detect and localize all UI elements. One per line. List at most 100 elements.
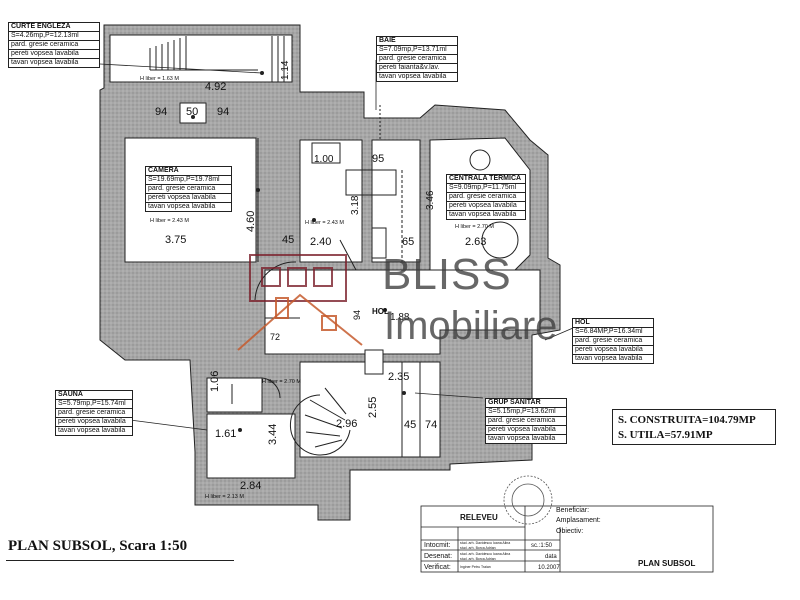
courtyard-stairs (149, 36, 285, 82)
room-ceiling: tavan vopsea lavabila (377, 72, 457, 81)
room-ceiling: tavan vopsea lavabila (447, 210, 525, 219)
hol-label: HOL (372, 307, 389, 316)
room-ceiling: tavan vopsea lavabila (573, 354, 653, 363)
room-area: S=5.79mp,P=15.74ml (56, 399, 132, 408)
dim-114: 1.14 (280, 60, 291, 80)
dim-460: 4.60 (245, 211, 257, 232)
dim-94a: 94 (155, 106, 167, 118)
tb-plan: PLAN SUBSOL (638, 559, 695, 568)
room-floor: pard. gresie ceramica (486, 416, 566, 425)
room-label-grup-sanitar: GRUP SANITAR S=5.15mp,P=13.62ml pard. gr… (485, 398, 567, 444)
dim-106: 1.06 (209, 371, 221, 392)
room-area: S=7.09mp,P=13.71ml (377, 45, 457, 54)
dim-74: 74 (425, 419, 437, 431)
room-area: S=4.26mp,P=12.13ml (9, 31, 99, 40)
height-baie: H liber = 2.43 M (305, 220, 344, 226)
surface-summary: S. CONSTRUITA=104.79MP S. UTILA=57.91MP (612, 409, 776, 445)
height-sauna: H liber = 2.13 M (205, 494, 244, 500)
dim-100: 1.00 (314, 154, 334, 165)
tb-data-label: data (545, 554, 557, 560)
surface-construita: S. CONSTRUITA=104.79MP (618, 414, 756, 426)
room-label-camera: CAMERA S=19.69mp,P=19.78ml pard. gresie … (145, 166, 232, 212)
dimensions: 4.92 1.14 94 50 94 1.00 95 3.46 3.18 4.6… (155, 60, 486, 492)
room-walls: pereti vopsea lavabila (146, 193, 231, 202)
room-floor: pard. gresie ceramica (447, 192, 525, 201)
logo-graphic (237, 254, 363, 351)
dim-188: 1.88 (390, 312, 410, 323)
dim-72: 72 (270, 332, 280, 342)
height-camera: H liber = 2.43 M (150, 218, 189, 224)
room-name: GRUP SANITAR (488, 399, 541, 406)
dim-235: 2.35 (388, 371, 409, 383)
tb-beneficiar: Beneficiar: (556, 507, 589, 514)
room-label-curte-engleza: CURTE ENGLEZA S=4.26mp,P=12.13ml pard. g… (8, 22, 100, 68)
tb-n1: stud. arh. Davidescu Ioana Alina (460, 541, 510, 545)
tb-scara: sc.:1:50 (531, 543, 553, 549)
height-curte: H liber = 1.63 M (140, 76, 179, 82)
title-block (420, 475, 714, 573)
room-name: CENTRALA TERMICA (449, 175, 522, 182)
room-label-hol: HOL S=6.84MP,P=16.34ml pard. gresie cera… (572, 318, 654, 364)
room-walls: pereti vopsea lavabila (56, 417, 132, 426)
dim-296: 2.96 (336, 418, 357, 430)
tb-releveu: RELEVEU (460, 513, 498, 522)
dim-284: 2.84 (240, 480, 261, 492)
room-name: BAIE (379, 37, 396, 44)
room-area: S=5.15mp,P=13.62ml (486, 407, 566, 416)
room-floor: pard. gresie ceramica (56, 408, 132, 417)
tb-verificat: Verificat: (424, 564, 451, 571)
room-ceiling: tavan vopsea lavabila (146, 202, 231, 211)
room-area: S=9.09mp,P=11.75ml (447, 183, 525, 192)
dim-94b: 94 (217, 106, 229, 118)
tb-data: 10.2007 (538, 565, 560, 571)
room-floor: pard. gresie ceramica (9, 40, 99, 49)
tb-amplasament: Amplasament: (556, 517, 601, 524)
room-walls: pereti vopsea lavabila (486, 425, 566, 434)
dim-95: 95 (372, 153, 384, 165)
room-floor: pard. gresie ceramica (377, 54, 457, 63)
dim-94c: 94 (352, 310, 362, 320)
room-name: CAMERA (148, 167, 179, 174)
room-walls: pereti vopsea lavabila (447, 201, 525, 210)
room-label-centrala-termica: CENTRALA TERMICA S=9.09mp,P=11.75ml pard… (446, 174, 526, 220)
logo-text-imobiliare: Imobiliare (384, 304, 558, 348)
room-walls: pereti vopsea lavabila (9, 49, 99, 58)
room-ceiling: tavan vopsea lavabila (486, 434, 566, 443)
room-walls: pereti faianta&v.lav. (377, 63, 457, 72)
height-centrala: H liber = 2.70 M (455, 224, 494, 230)
room-area: S=6.84MP,P=16.34ml (573, 327, 653, 336)
dim-50: 50 (186, 106, 198, 118)
room-name: SAUNA (58, 391, 83, 398)
dim-263: 2.63 (465, 236, 486, 248)
dim-318: 3.18 (350, 195, 361, 215)
leader-lines (99, 60, 581, 431)
tb-desenat: Desenat: (424, 553, 452, 560)
dim-45a: 45 (282, 234, 294, 246)
title-underline (6, 560, 234, 561)
room-ceiling: tavan vopsea lavabila (9, 58, 99, 67)
dim-492: 4.92 (205, 81, 226, 93)
tb-n1b: stud. arh. Borca Adrian (460, 546, 496, 550)
interior-details (179, 102, 519, 457)
dim-346: 3.46 (425, 190, 436, 210)
tb-n2: stud. arh. Davidescu Ioana Alina (460, 552, 510, 556)
room-label-baie: BAIE S=7.09mp,P=13.71ml pard. gresie cer… (376, 36, 458, 82)
dim-240: 2.40 (310, 236, 331, 248)
dim-375: 3.75 (165, 234, 186, 246)
plan-title-text: PLAN SUBSOL, Scara 1:50 (8, 538, 188, 554)
room-label-sauna: SAUNA S=5.79mp,P=15.74ml pard. gresie ce… (55, 390, 133, 436)
room-name: CURTE ENGLEZA (11, 23, 71, 30)
plan-title: PLAN SUBSOL, Scara 1:50 (6, 538, 234, 561)
title-block-text: RELEVEU Beneficiar: Amplasament: Obiecti… (424, 507, 695, 571)
tb-intocmit: Intocmit: (424, 542, 451, 549)
room-floor: pard. gresie ceramica (146, 184, 231, 193)
room-name: HOL (575, 319, 590, 326)
room-area: S=19.69mp,P=19.78ml (146, 175, 231, 184)
tb-n2b: stud. arh. Borca Adrian (460, 557, 496, 561)
surface-utila: S. UTILA=57.91MP (618, 429, 713, 441)
height-hol: H liber = 2.70 M (262, 379, 301, 385)
tb-n3: Inginer Petru Traian (460, 565, 491, 569)
room-ceiling: tavan vopsea lavabila (56, 426, 132, 435)
logo-text-bliss: BLISS (382, 250, 512, 299)
